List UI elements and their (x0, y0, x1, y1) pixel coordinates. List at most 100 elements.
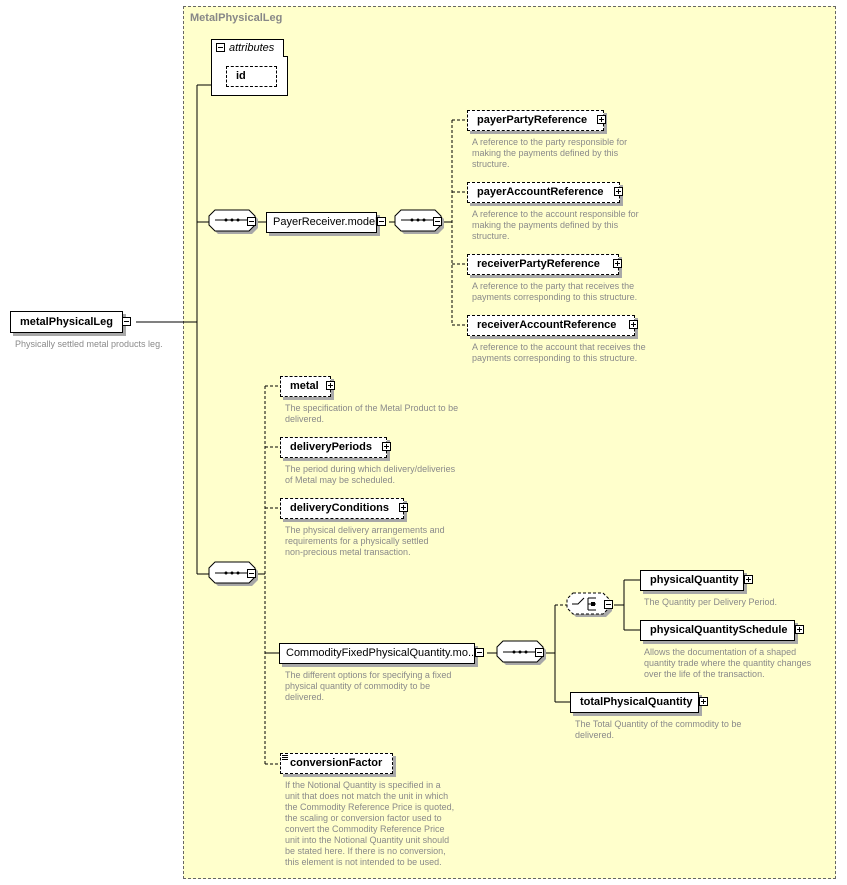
sequence-compositor-3 (208, 561, 258, 586)
expand-receiver-account-reference-button[interactable] (629, 320, 638, 329)
expand-payer-account-reference-button[interactable] (614, 187, 623, 196)
sequence-compositor-4 (496, 640, 546, 665)
sequence-compositor-1 (208, 209, 258, 234)
collapse-choice-button[interactable] (604, 600, 613, 609)
desc-line: convert the Commodity Reference Price (285, 824, 445, 834)
desc-line: Allows the documentation of a shaped (644, 647, 797, 657)
collapse-sequence-3-button[interactable] (247, 569, 256, 578)
attribute-id[interactable]: id (226, 66, 277, 87)
element-label: deliveryPeriods (290, 441, 372, 453)
desc-line: over the life of the transaction. (644, 669, 765, 679)
attribute-id-label: id (236, 70, 246, 82)
desc-line: A reference to the party responsible for (472, 137, 628, 147)
desc-line: delivered. (285, 414, 325, 424)
expand-physical-quantity-schedule-button[interactable] (795, 625, 804, 634)
quantity-model-description: The different options for specifying a f… (285, 670, 451, 703)
desc-line: delivered. (285, 692, 325, 702)
collapse-sequence-2-button[interactable] (433, 217, 442, 226)
desc-line: requirements for a physically settled (285, 536, 429, 546)
collapse-payer-receiver-model-button[interactable] (377, 217, 386, 226)
root-description: Physically settled metal products leg. (15, 339, 163, 349)
collapse-attributes-button[interactable] (216, 43, 225, 52)
receiver-party-reference-description: A reference to the party that receives t… (472, 281, 637, 303)
element-total-physical-quantity[interactable]: totalPhysicalQuantity (570, 692, 699, 713)
expand-physical-quantity-button[interactable] (744, 575, 753, 584)
physical-quantity-description: The Quantity per Delivery Period. (644, 597, 777, 608)
element-delivery-conditions[interactable]: deliveryConditions (280, 498, 404, 519)
element-delivery-periods[interactable]: deliveryPeriods (280, 437, 387, 458)
delivery-conditions-description: The physical delivery arrangements and r… (285, 525, 445, 558)
desc-line: making the payments defined by this (472, 148, 619, 158)
commodity-fixed-physical-quantity-model-group[interactable]: CommodityFixedPhysicalQuantity.mo... (279, 643, 478, 664)
desc-line: structure. (472, 159, 510, 169)
element-conversion-factor[interactable]: conversionFactor (280, 753, 393, 774)
collapse-sequence-1-button[interactable] (247, 217, 256, 226)
expand-total-physical-quantity-button[interactable] (699, 697, 708, 706)
payer-receiver-model-label: PayerReceiver.model (273, 216, 378, 228)
desc-line: the scaling or conversion factor used to (285, 813, 442, 823)
element-label: physicalQuantity (650, 574, 739, 586)
desc-line: unit into the Notional Quantity unit sho… (285, 835, 450, 845)
metal-description: The specification of the Metal Product t… (285, 403, 458, 425)
desc-line: making the payments defined by this (472, 220, 619, 230)
desc-line: A reference to the account responsible f… (472, 209, 639, 219)
desc-line: the Commodity Reference Price is quoted, (285, 802, 455, 812)
desc-line: If the Notional Quantity is specified in… (285, 780, 441, 790)
expand-receiver-party-reference-button[interactable] (613, 259, 622, 268)
desc-line: non-precious metal transaction. (285, 547, 411, 557)
element-payer-account-reference[interactable]: payerAccountReference (467, 182, 620, 203)
element-label: payerPartyReference (477, 114, 588, 126)
desc-line: be stated here. If there is no conversio… (285, 846, 446, 856)
desc-line: A reference to the party that receives t… (472, 281, 635, 291)
payer-receiver-model-group[interactable]: PayerReceiver.model (266, 212, 378, 233)
element-label: receiverPartyReference (477, 258, 600, 270)
desc-line: The physical delivery arrangements and (285, 525, 445, 535)
delivery-periods-description: The period during which delivery/deliver… (285, 464, 455, 486)
element-payer-party-reference[interactable]: payerPartyReference (467, 110, 604, 131)
desc-line: payments corresponding to this structure… (472, 353, 638, 363)
desc-line: The Total Quantity of the commodity to b… (575, 719, 742, 729)
element-physical-quantity[interactable]: physicalQuantity (640, 570, 744, 591)
desc-line: this element is not intended to be used. (285, 857, 442, 867)
collapse-root-button[interactable] (122, 317, 131, 326)
element-metal[interactable]: metal (280, 376, 331, 397)
expand-delivery-periods-button[interactable] (382, 442, 391, 451)
desc-line: quantity trade where the quantity change… (644, 658, 812, 668)
attributes-header: attributes (211, 39, 284, 57)
desc-line: The Quantity per Delivery Period. (644, 597, 778, 607)
collapse-quantity-model-button[interactable] (475, 648, 484, 657)
desc-line: structure. (472, 231, 510, 241)
sequence-compositor-2 (394, 209, 444, 234)
simple-content-icon (282, 755, 288, 761)
element-physical-quantity-schedule[interactable]: physicalQuantitySchedule (640, 620, 795, 641)
element-label: receiverAccountReference (477, 319, 617, 331)
element-label: conversionFactor (290, 757, 383, 769)
desc-line: payments corresponding to this structure… (472, 292, 638, 302)
desc-line: The different options for specifying a f… (285, 670, 452, 680)
desc-line: of Metal may be scheduled. (285, 475, 396, 485)
element-label: physicalQuantitySchedule (650, 624, 788, 636)
desc-line: The period during which delivery/deliver… (285, 464, 456, 474)
choice-compositor (566, 592, 612, 617)
element-label: deliveryConditions (290, 502, 390, 514)
desc-line: unit that does not match the unit in whi… (285, 791, 449, 801)
expand-metal-button[interactable] (326, 381, 335, 390)
total-physical-quantity-description: The Total Quantity of the commodity to b… (575, 719, 741, 741)
physical-quantity-schedule-description: Allows the documentation of a shaped qua… (644, 647, 811, 680)
group-title: MetalPhysicalLeg (190, 12, 283, 24)
element-label: metal (290, 380, 319, 392)
desc-line: The specification of the Metal Product t… (285, 403, 459, 413)
quantity-model-label: CommodityFixedPhysicalQuantity.mo... (286, 647, 478, 659)
element-receiver-party-reference[interactable]: receiverPartyReference (467, 254, 619, 275)
expand-payer-party-reference-button[interactable] (597, 115, 606, 124)
desc-line: delivered. (575, 730, 615, 740)
payer-party-reference-description: A reference to the party responsible for… (472, 137, 627, 170)
expand-delivery-conditions-button[interactable] (399, 503, 408, 512)
root-element-metal-physical-leg[interactable]: metalPhysicalLeg (10, 311, 123, 333)
desc-line: physical quantity of commodity to be (285, 681, 431, 691)
root-element-label: metalPhysicalLeg (20, 316, 113, 328)
element-receiver-account-reference[interactable]: receiverAccountReference (467, 315, 635, 336)
collapse-sequence-4-button[interactable] (535, 648, 544, 657)
